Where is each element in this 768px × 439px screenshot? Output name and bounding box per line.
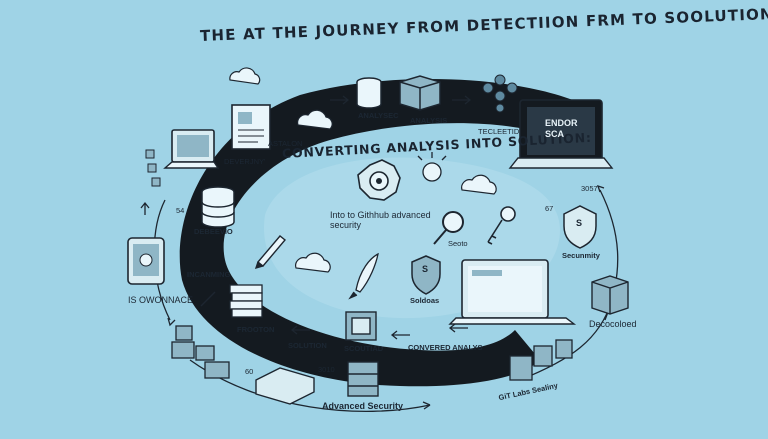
laptop-icon-topleft [163, 129, 220, 169]
label-solution: SOLUTION [288, 341, 327, 350]
label-debeevio: DEBEEVIO [194, 227, 233, 236]
label-3057: 3057 [581, 184, 598, 193]
label-scoutiad: SCOUTIAD [344, 344, 384, 353]
document-icon [231, 104, 271, 150]
small-cubes-icon [145, 149, 161, 187]
label-54: 54 [176, 206, 185, 215]
analysis-box-icon [399, 75, 441, 111]
gitlab-blocks-icon [509, 339, 573, 381]
gear-icon [357, 159, 401, 201]
label-advanced-security: Advanced Security [322, 401, 404, 411]
monitor-label-endor-sca: ENDOR SCA [545, 118, 578, 139]
label-analysec: ANALYSEC [358, 111, 399, 120]
cube-icon-center [345, 311, 377, 341]
journey-band [179, 78, 600, 387]
label-is-owonnace: IS OWONNACE [128, 295, 194, 305]
label-decocoloed: Decocoloed [589, 319, 637, 329]
hardware-box-icon [255, 367, 315, 405]
label-analysis: ANALYSIS [410, 116, 448, 125]
shield-icon-right [563, 205, 597, 249]
pencil-icon [254, 235, 286, 270]
database-icon [201, 186, 235, 228]
container-icon [591, 275, 629, 315]
magnifier-icon [433, 211, 464, 245]
network-nodes-icon [482, 74, 518, 113]
shield-letter: S [422, 264, 429, 274]
cloud-icons [229, 67, 497, 273]
tablet-icon [127, 237, 165, 285]
label-seoto: Seoto [448, 239, 468, 248]
label-into-github: Into to Githhub advanced security [330, 210, 431, 231]
label-frooton: FROOTON [237, 325, 275, 334]
label-deverjny: DEVERJNY' [224, 157, 266, 166]
server-blocks-left [171, 325, 230, 379]
label-tecleetid: TECLEETID [478, 127, 520, 136]
files-stack-icon [229, 284, 263, 318]
monitor-endor-sca [508, 99, 614, 169]
laptop-icon-center [448, 259, 577, 325]
label-convered-analys: CONVERED ANALYS [408, 343, 483, 352]
shield-s-icon [411, 255, 441, 295]
label-soldoas: Soldoas [410, 296, 440, 305]
shield-letter-right: S [576, 218, 583, 228]
server-icon-bottom [347, 361, 379, 397]
lightbulb-icon [417, 152, 447, 182]
label-67: 67 [545, 204, 554, 213]
rocket-icon [348, 252, 379, 300]
key-icon [487, 206, 516, 245]
barrel-icon [356, 77, 382, 109]
label-60: 60 [245, 367, 254, 376]
label-astalon: ASTALON [268, 139, 303, 148]
label-secunmity: Secunmity [562, 251, 600, 260]
label-3010: 3010 [318, 365, 335, 374]
label-incanming: INCANMING [187, 270, 231, 279]
